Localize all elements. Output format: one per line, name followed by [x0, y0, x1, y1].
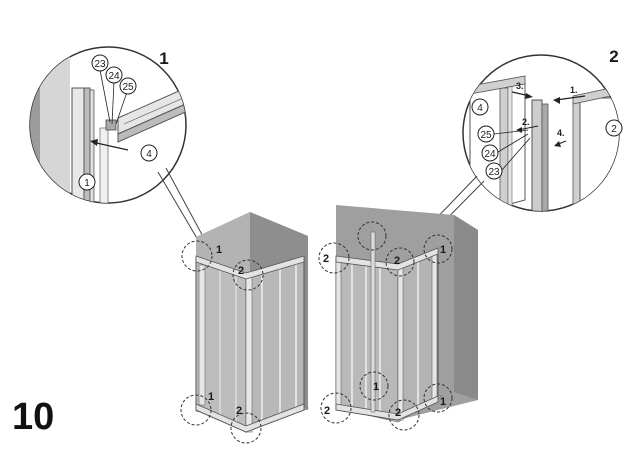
callout-1: 1: [78, 173, 96, 191]
step-3-label: 3.: [516, 81, 524, 91]
arrow-head: [554, 141, 561, 147]
svg-text:1: 1: [440, 244, 446, 256]
step-number: 10: [12, 396, 55, 438]
callout-4: 4: [471, 98, 489, 116]
callout-23: 23: [91, 54, 109, 72]
svg-text:1: 1: [373, 381, 379, 393]
marker-top-mid: 2: [385, 247, 415, 277]
step-4-label: 4.: [557, 128, 565, 138]
callout-25: 25: [477, 125, 495, 143]
callout-24: 24: [105, 66, 123, 84]
step-2-label: 2.: [522, 117, 530, 127]
svg-text:23: 23: [488, 167, 500, 178]
svg-text:1: 1: [208, 391, 214, 403]
callout-25: 25: [119, 77, 137, 95]
marker-top-left: 1: [181, 240, 222, 272]
callout-24: 24: [481, 144, 499, 162]
detail-1-label: 1: [159, 49, 168, 68]
svg-text:25: 25: [480, 130, 492, 141]
callout-4: 4: [140, 144, 158, 162]
svg-text:2: 2: [395, 407, 401, 419]
left-enclosure: 1 2 1 2: [180, 212, 310, 444]
marker-top-center: [357, 221, 387, 251]
connector-line: [157, 171, 199, 241]
arrow-line: [91, 141, 129, 151]
svg-text:24: 24: [484, 149, 496, 160]
svg-text:23: 23: [94, 59, 106, 70]
marker-bottom-right: 1: [423, 383, 453, 413]
marker-bottom-left: 2: [320, 392, 352, 424]
svg-text:24: 24: [108, 71, 120, 82]
svg-text:1: 1: [216, 244, 222, 256]
callout-2: 2: [605, 119, 623, 137]
connector-line: [165, 167, 207, 243]
callout-23: 23: [485, 162, 503, 180]
svg-text:2: 2: [236, 405, 242, 417]
detail-2-label: 2: [609, 47, 618, 66]
svg-text:25: 25: [122, 82, 134, 93]
svg-text:2: 2: [323, 253, 329, 265]
svg-text:1: 1: [440, 396, 446, 408]
svg-text:4: 4: [477, 103, 483, 114]
step-1-label: 1.: [570, 85, 578, 95]
marker-top-left: 2: [318, 242, 350, 274]
svg-text:2: 2: [324, 405, 330, 417]
arrow-head: [516, 127, 522, 133]
detail-circle-2: 3. 1. 2. 4. 4 2 25 24 23 2: [462, 47, 623, 212]
svg-text:1: 1: [84, 178, 90, 189]
marker-bottom-left: 1: [180, 391, 214, 426]
marker-mid: 1: [359, 371, 389, 401]
right-enclosure: 2 2 1 1 2 2 1: [318, 205, 478, 431]
arrow-head: [553, 97, 560, 104]
arrow-head: [525, 93, 533, 99]
marker-bottom-right: 2: [230, 405, 262, 444]
marker-top-right: 1: [423, 234, 453, 264]
svg-text:2: 2: [611, 124, 617, 135]
svg-text:2: 2: [394, 255, 400, 267]
arrow-head: [90, 139, 98, 146]
svg-text:4: 4: [146, 149, 152, 160]
detail-circle-1: 23 24 25 4 1 1: [29, 46, 187, 204]
marker-top-right: 2: [232, 259, 264, 291]
svg-text:2: 2: [238, 265, 244, 277]
marker-bottom-mid: 2: [388, 399, 420, 431]
